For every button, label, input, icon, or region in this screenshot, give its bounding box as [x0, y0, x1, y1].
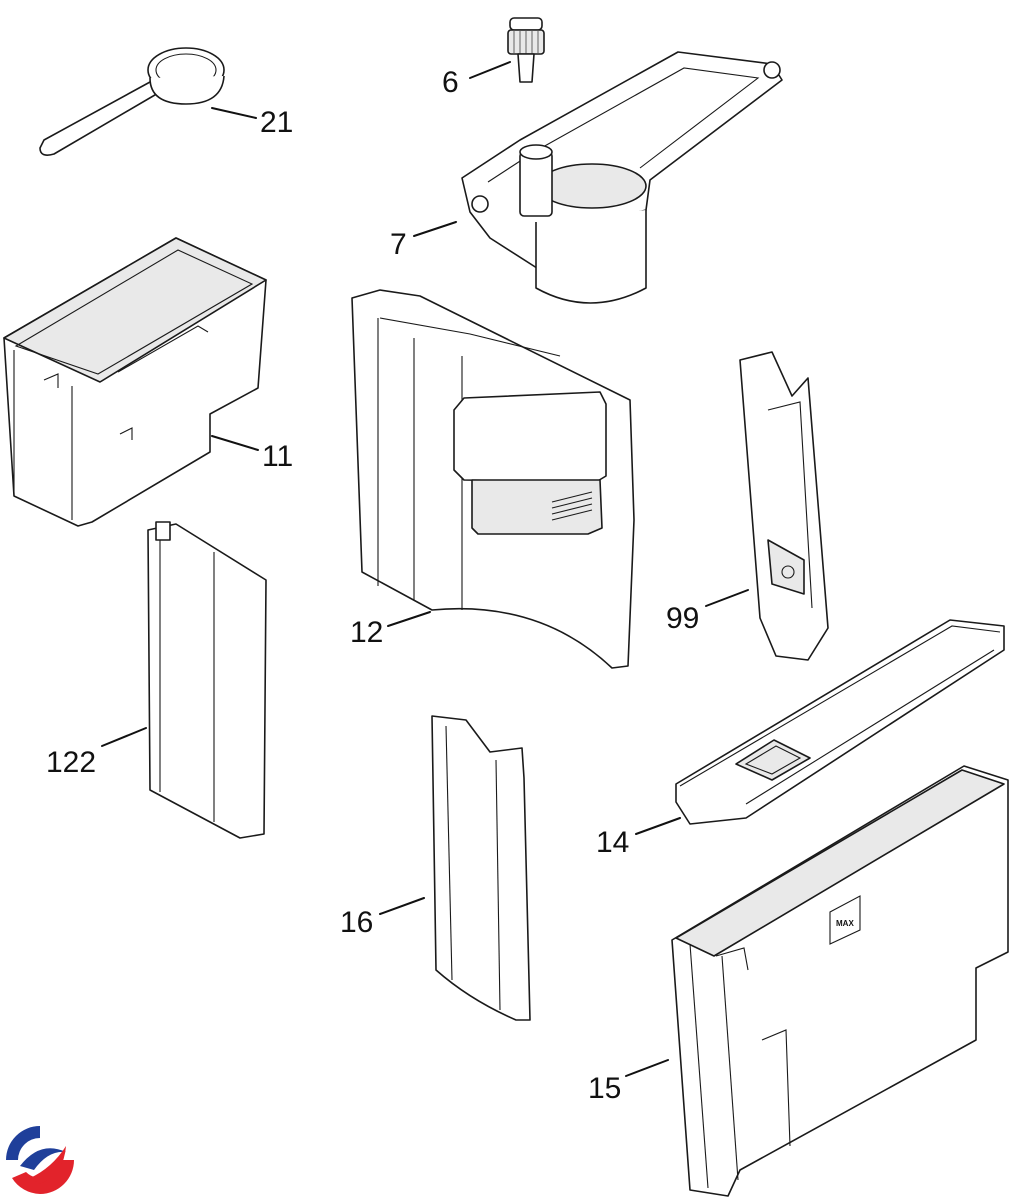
part-15-water-tank: MAX: [671, 765, 1009, 1197]
callout-21: 21: [260, 106, 293, 139]
part-21-measuring-spoon: [39, 47, 225, 156]
callout-16: 16: [340, 906, 373, 939]
part-99-lever: [739, 351, 829, 661]
part-12-front-housing: [351, 289, 635, 669]
part-6-adjustment-knob: [507, 17, 545, 83]
callout-122: 122: [46, 746, 96, 779]
brand-logo: [6, 1126, 74, 1194]
callout-6: 6: [442, 66, 459, 99]
part-11-tray: [3, 237, 267, 527]
part-122-side-panel: [147, 521, 267, 839]
callout-99: 99: [666, 602, 699, 635]
callout-12: 12: [350, 616, 383, 649]
callout-11: 11: [262, 440, 293, 473]
callout-14: 14: [596, 826, 629, 859]
part-16-cover-panel: [431, 715, 531, 1021]
callout-numbers: 6 21 7 11 12 99 122 14 16 15: [46, 66, 699, 1105]
part-14-tank-lid: [675, 619, 1005, 825]
part-7-bean-funnel: [461, 51, 783, 304]
tank-max-mark: MAX: [836, 919, 854, 928]
callout-7: 7: [390, 228, 407, 261]
leader-lines: [101, 61, 749, 1077]
callout-15: 15: [588, 1072, 621, 1105]
